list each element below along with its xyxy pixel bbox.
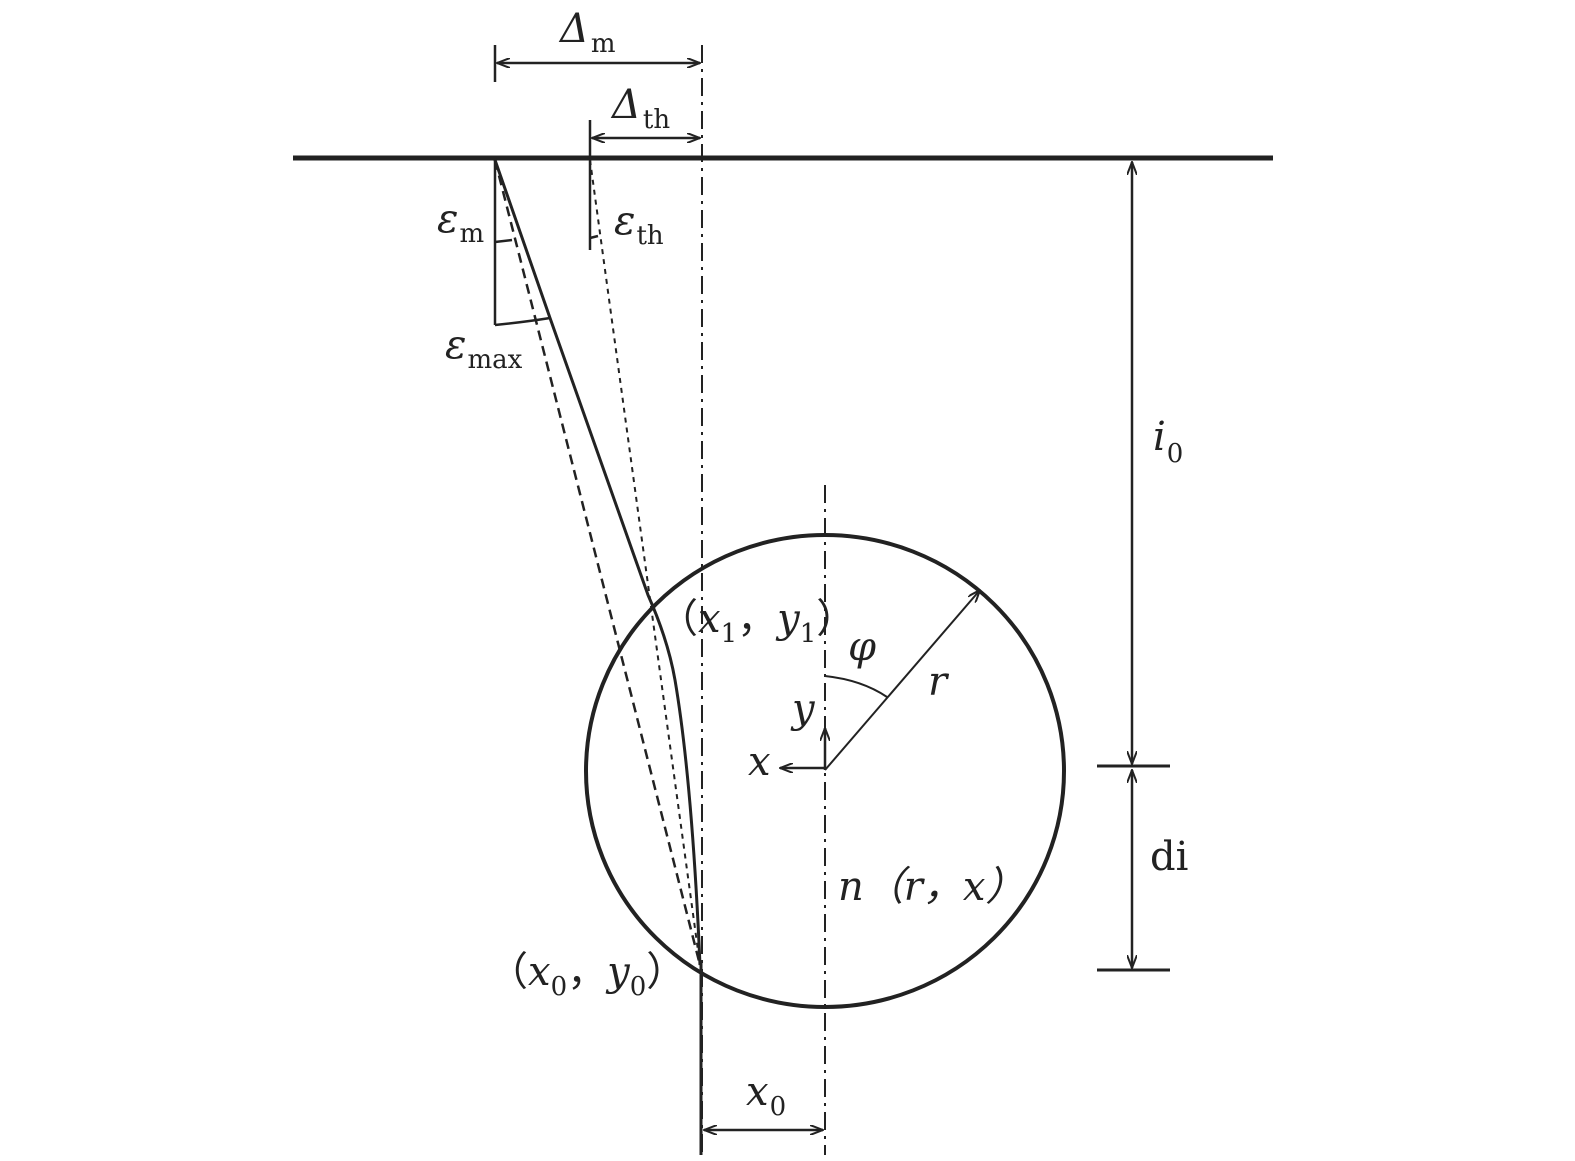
phi-label: φ: [848, 624, 876, 670]
eps-max-arc: [494, 316, 551, 327]
eps-th-label: εth: [614, 198, 664, 251]
x-axis-label: x: [748, 739, 771, 785]
radius-arrow: [824, 590, 980, 771]
point1-label: （x1，y1）: [658, 596, 856, 649]
dashed-ray-th: [589, 159, 701, 966]
di-label: di: [1150, 834, 1188, 880]
eps-m-arc: [494, 238, 513, 244]
ray-curve: [493, 159, 702, 966]
eps-max-label: εmax: [445, 322, 523, 375]
r-label: r: [928, 659, 950, 705]
eps-th-arc: [589, 234, 599, 240]
point0-label: （x0，y0）: [488, 949, 686, 1002]
phi-arc: [824, 675, 888, 698]
i0-label: i0: [1153, 414, 1183, 469]
eps-m-label: εm: [437, 196, 484, 249]
x0-label: x0: [746, 1069, 786, 1122]
delta-th-label: Δth: [610, 82, 670, 135]
y-axis-label: y: [790, 686, 816, 732]
dashed-ray-m: [493, 159, 702, 966]
n-function-label: n（r，x）: [838, 864, 1025, 910]
delta-m-label: Δm: [558, 6, 616, 59]
